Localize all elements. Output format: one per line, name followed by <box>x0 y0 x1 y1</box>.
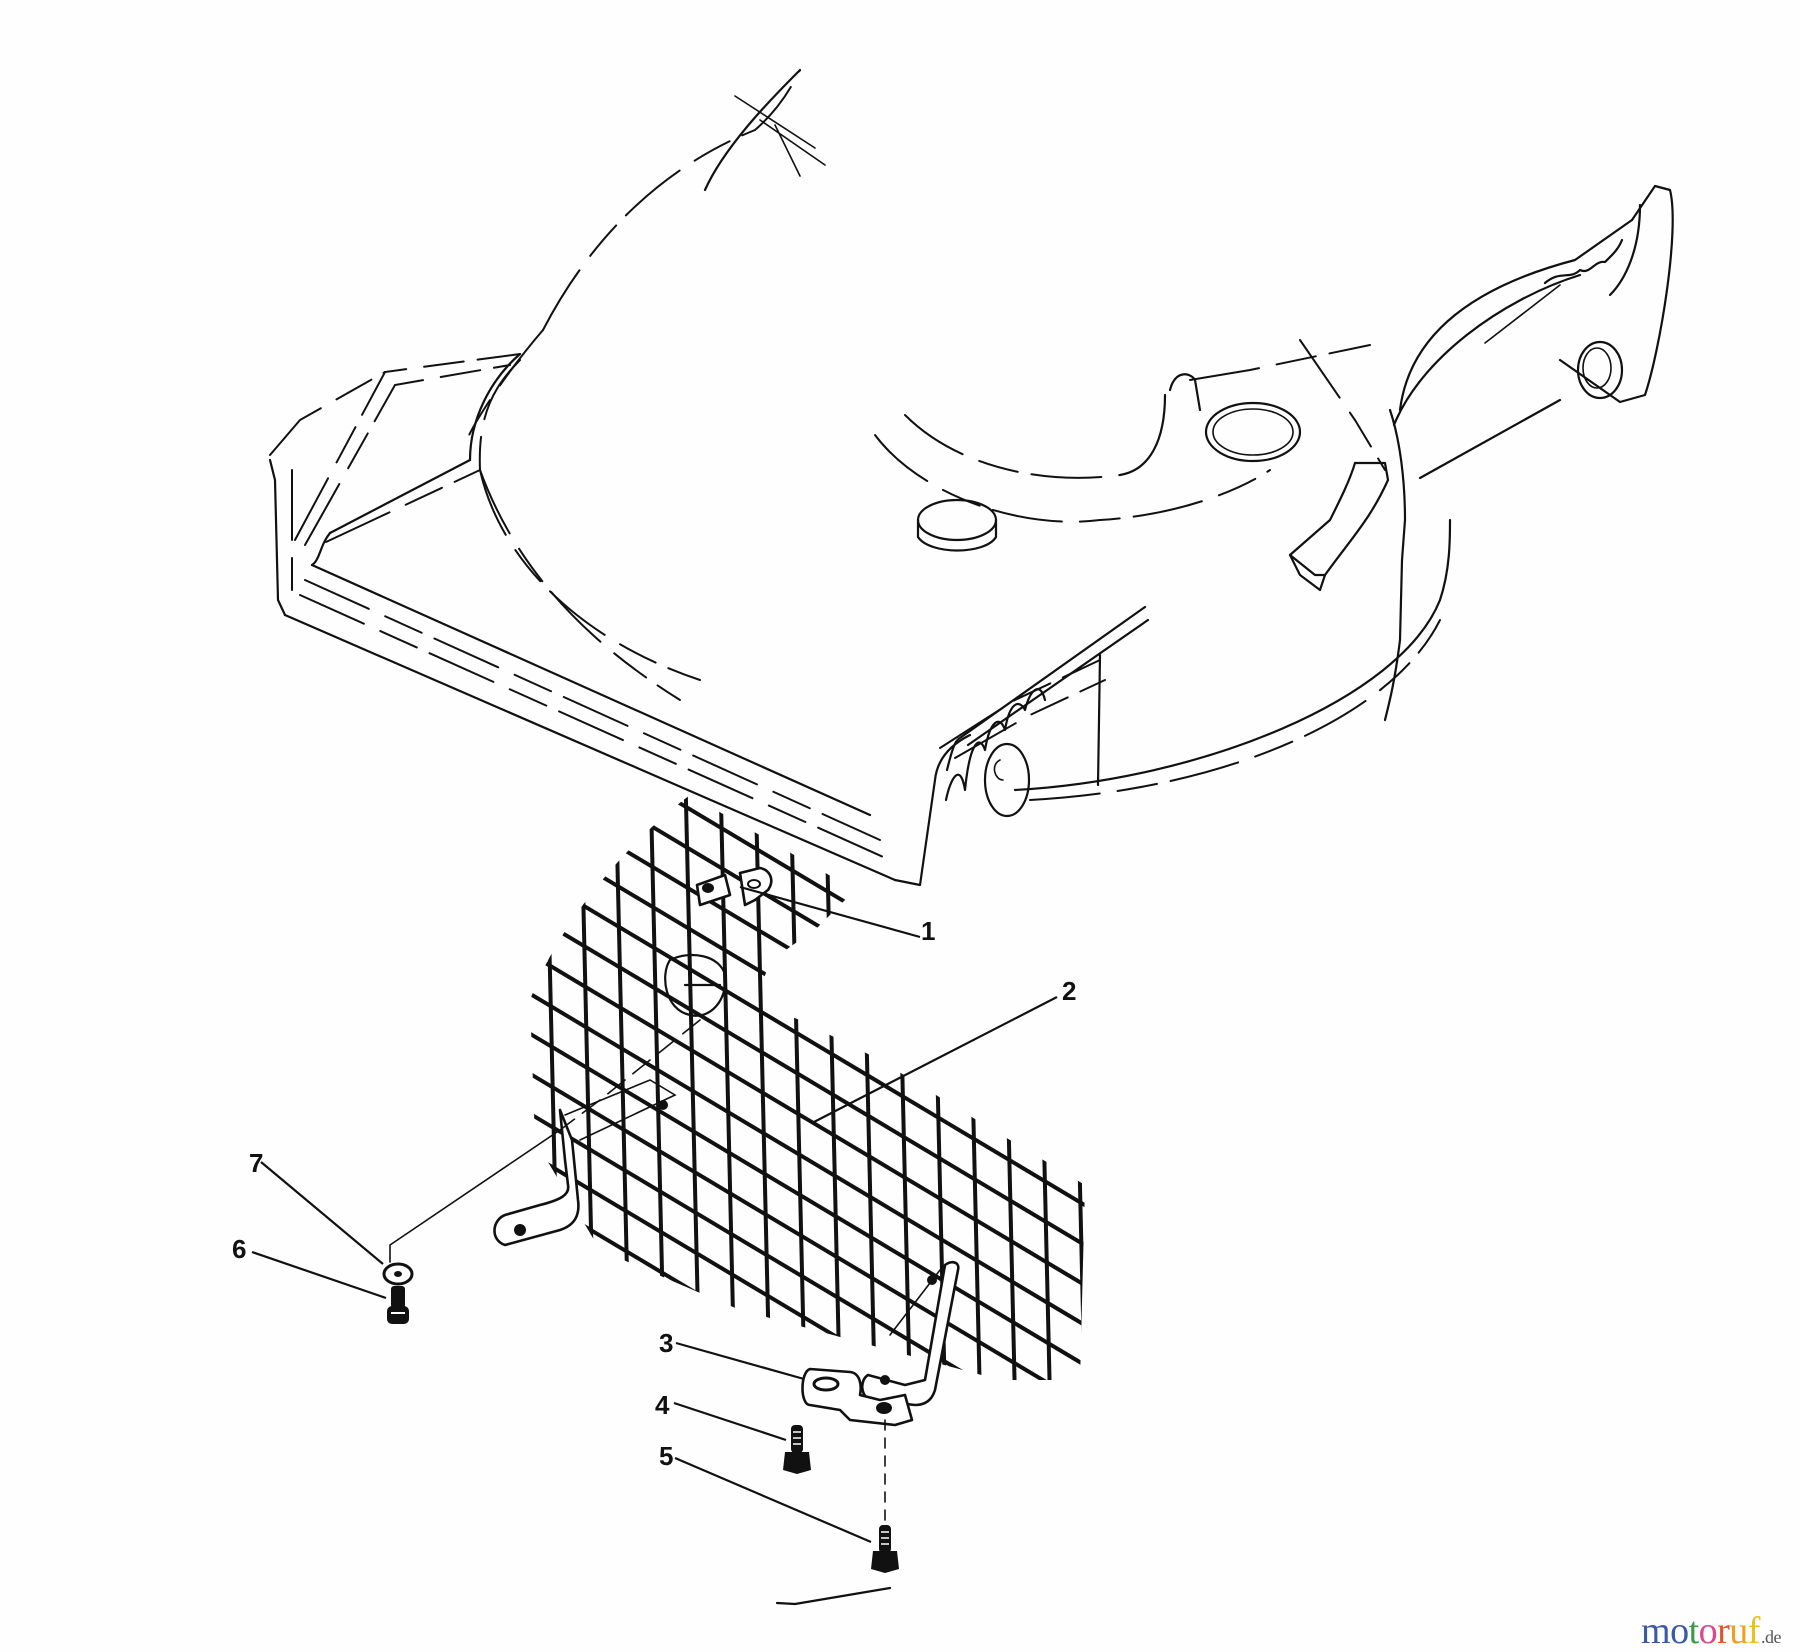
washer-icon <box>382 1262 414 1286</box>
leaf-shield-mesh <box>389 795 1085 1407</box>
watermark-letter: o <box>1670 1610 1689 1652</box>
watermark-letter: r <box>1717 1610 1730 1652</box>
mower-deck <box>268 68 1674 887</box>
watermark-letter: f <box>1747 1610 1761 1652</box>
callout-1: 1 <box>921 916 936 946</box>
watermark-letter: t <box>1688 1610 1700 1652</box>
callout-4: 4 <box>655 1390 670 1420</box>
watermark-letter: u <box>1729 1610 1748 1652</box>
hardware <box>382 1262 914 1606</box>
watermark-letter: m <box>1641 1610 1671 1652</box>
clip-bracket <box>801 1367 914 1427</box>
watermark-letter: o <box>1698 1610 1718 1652</box>
callout-3: 3 <box>659 1328 674 1358</box>
watermark-tld: .de <box>1760 1627 1782 1647</box>
callout-6: 6 <box>232 1234 247 1264</box>
callout-7: 7 <box>249 1148 264 1178</box>
callout-2: 2 <box>1062 976 1077 1006</box>
screw-icon <box>387 1286 409 1324</box>
callout-leaders <box>251 885 1058 1544</box>
bolt-icon <box>871 1525 899 1573</box>
callout-5: 5 <box>659 1441 674 1471</box>
bolt-icon <box>783 1425 811 1474</box>
watermark-logo: motoruf.de <box>1641 1612 1781 1650</box>
